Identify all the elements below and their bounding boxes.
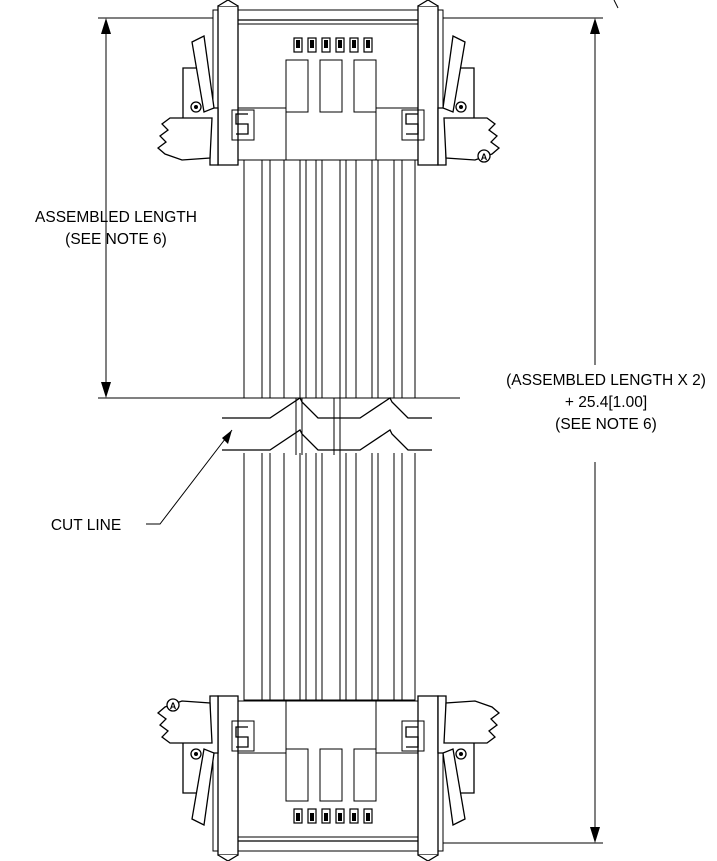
pin-contact-core xyxy=(310,40,314,48)
pin-contact-core xyxy=(324,813,328,821)
cut-line-leader xyxy=(146,429,233,525)
pin-contact-core xyxy=(296,813,300,821)
pin-contact-core xyxy=(338,40,342,48)
polarization-mark-top: A xyxy=(477,149,491,163)
total-length-label: (ASSEMBLED LENGTH X 2) xyxy=(506,372,706,389)
top-connector: A xyxy=(156,0,501,166)
pin-contact-core xyxy=(366,40,370,48)
top-pin-contacts xyxy=(293,37,373,53)
polarization-mark-bottom xyxy=(166,698,180,712)
pin-contact-core xyxy=(338,813,342,821)
pin-contact-core xyxy=(366,813,370,821)
bottom-left-logo xyxy=(231,720,255,752)
assembled-length-note: (SEE NOTE 6) xyxy=(65,231,167,248)
total-length-offset: + 25.4[1.00] xyxy=(565,394,647,411)
pin-contact-core xyxy=(352,813,356,821)
top-left-logo xyxy=(231,109,255,141)
total-length-dimension xyxy=(443,0,619,844)
bottom-right-logo xyxy=(401,720,425,752)
assembled-length-label: ASSEMBLED LENGTH xyxy=(35,209,197,226)
cable-break xyxy=(215,397,490,455)
assembled-length-dimension xyxy=(98,17,460,399)
bottom-connector xyxy=(156,695,501,861)
total-length-note: (SEE NOTE 6) xyxy=(555,416,657,433)
cut-line-label: CUT LINE xyxy=(51,517,121,534)
pin-contact-core xyxy=(296,40,300,48)
break-conductors xyxy=(295,398,341,455)
polarization-letter-bottom: A xyxy=(170,701,177,711)
pin-contact-core xyxy=(352,40,356,48)
top-right-logo xyxy=(401,109,425,141)
bottom-pin-contacts xyxy=(293,808,373,824)
pin-contact-core xyxy=(310,813,314,821)
pin-contact-core xyxy=(324,40,328,48)
svg-text:A: A xyxy=(481,152,488,162)
